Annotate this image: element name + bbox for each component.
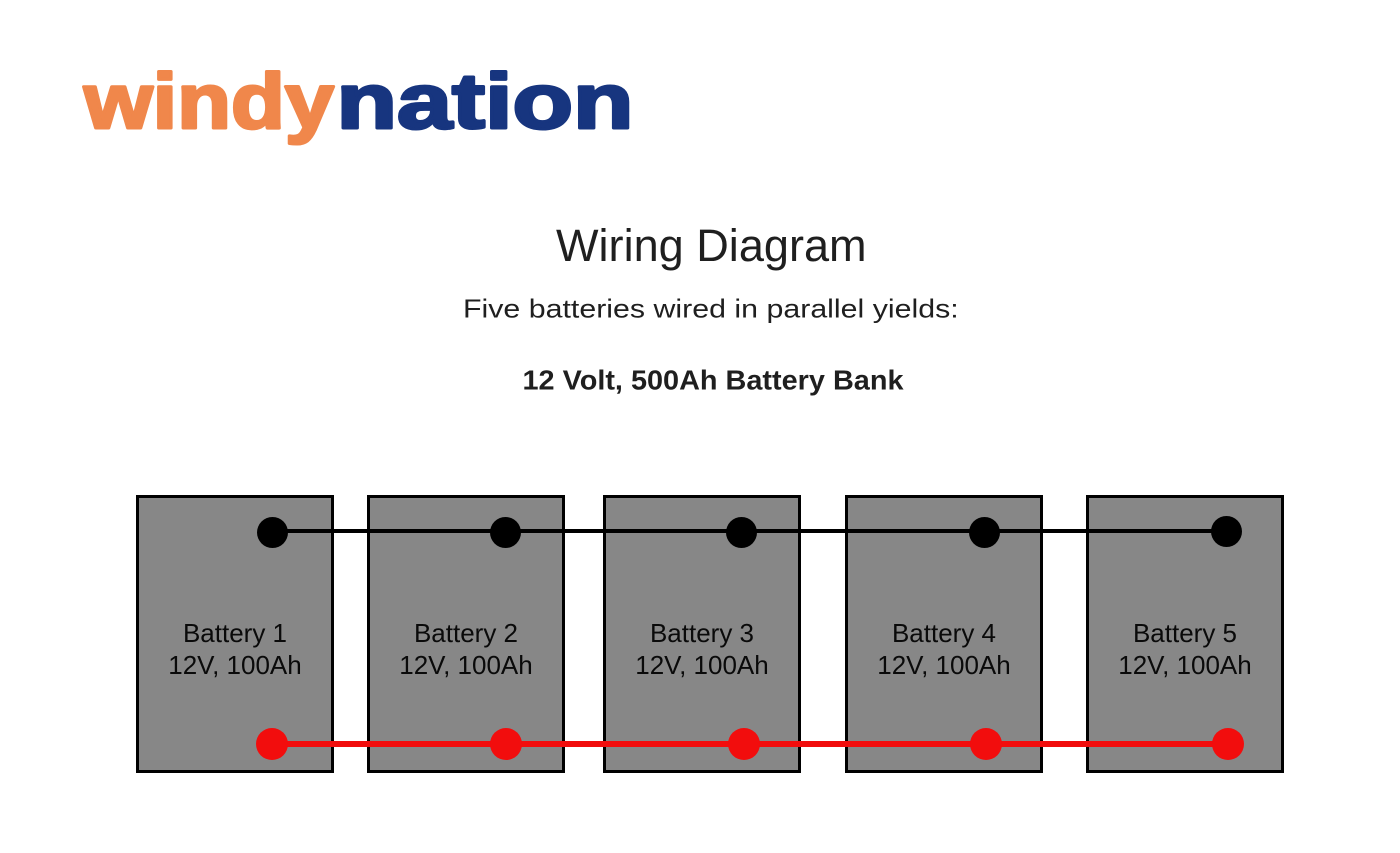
svg-text:Five batteries wired in parall: Five batteries wired in parallel yields: [463,294,959,324]
svg-text:nation: nation [337,57,634,145]
svg-text:12 Volt, 500Ah Battery Bank: 12 Volt, 500Ah Battery Bank [523,365,905,396]
svg-text:windy: windy [83,57,334,145]
svg-text:Wiring Diagram: Wiring Diagram [556,220,867,271]
